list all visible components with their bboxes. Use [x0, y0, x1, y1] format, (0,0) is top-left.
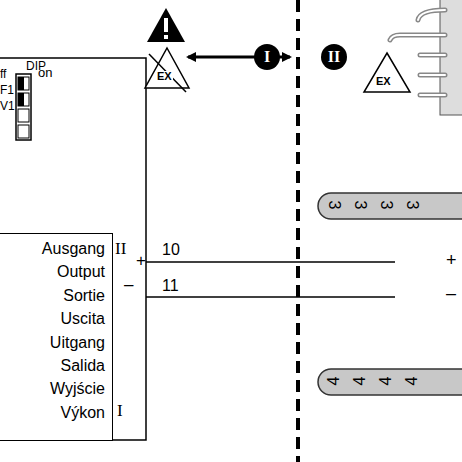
- terminal-number: 10: [162, 242, 180, 258]
- polarity-sign: –: [124, 276, 133, 293]
- zone-number: II: [321, 44, 347, 70]
- switch-label: on: [38, 66, 52, 79]
- terminal-number: 11: [162, 278, 179, 294]
- sleeve-number: 3: [404, 201, 420, 210]
- switch-label: V1: [0, 100, 15, 112]
- language-list: Ausgang Output Sortie Uscita Uitgang Sal…: [0, 234, 109, 427]
- ex-mark: EX: [375, 76, 392, 87]
- terminal-box: Ausgang Output Sortie Uscita Uitgang Sal…: [0, 233, 113, 441]
- sleeve-number: 3: [378, 201, 394, 210]
- terminal-numeral: II: [115, 240, 126, 257]
- sleeve-number: 4: [404, 377, 420, 386]
- terminal-numeral: I: [117, 402, 123, 419]
- polarity-sign: +: [446, 251, 457, 269]
- sleeve-number: 3: [326, 201, 342, 210]
- sleeve-number: 4: [378, 377, 394, 386]
- ex-mark: EX: [156, 71, 173, 82]
- sleeve-number: 3: [352, 201, 368, 210]
- polarity-sign: –: [446, 284, 456, 302]
- polarity-sign: +: [136, 252, 146, 269]
- switch-label: F1: [0, 84, 14, 96]
- zone-number: I: [254, 44, 280, 70]
- switch-label: ff: [0, 68, 6, 80]
- sleeve-number: 4: [326, 377, 342, 386]
- sleeve-number: 4: [352, 377, 368, 386]
